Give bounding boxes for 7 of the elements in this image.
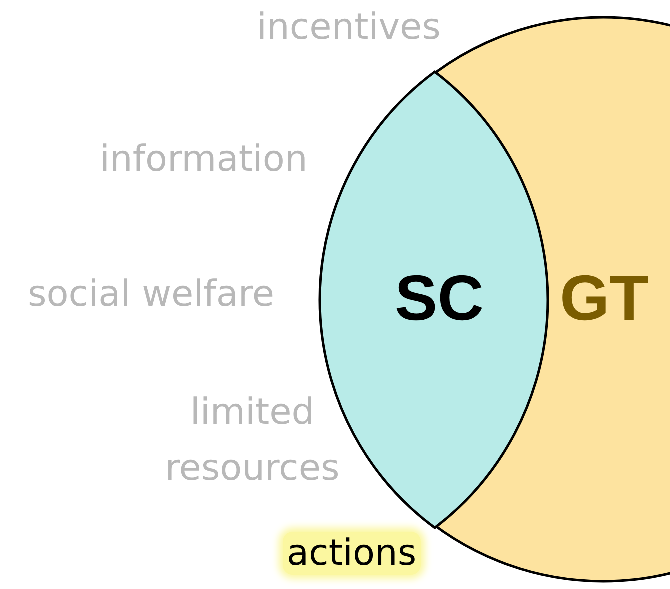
factor-label: limited resources bbox=[164, 391, 341, 491]
factor-label: information bbox=[100, 138, 308, 182]
factor-label: incentives bbox=[257, 6, 441, 50]
region-label: GT bbox=[560, 266, 649, 330]
region-label: SC bbox=[395, 266, 484, 330]
factor-label: social welfare bbox=[28, 273, 275, 317]
highlighted-label: actions bbox=[283, 532, 421, 576]
